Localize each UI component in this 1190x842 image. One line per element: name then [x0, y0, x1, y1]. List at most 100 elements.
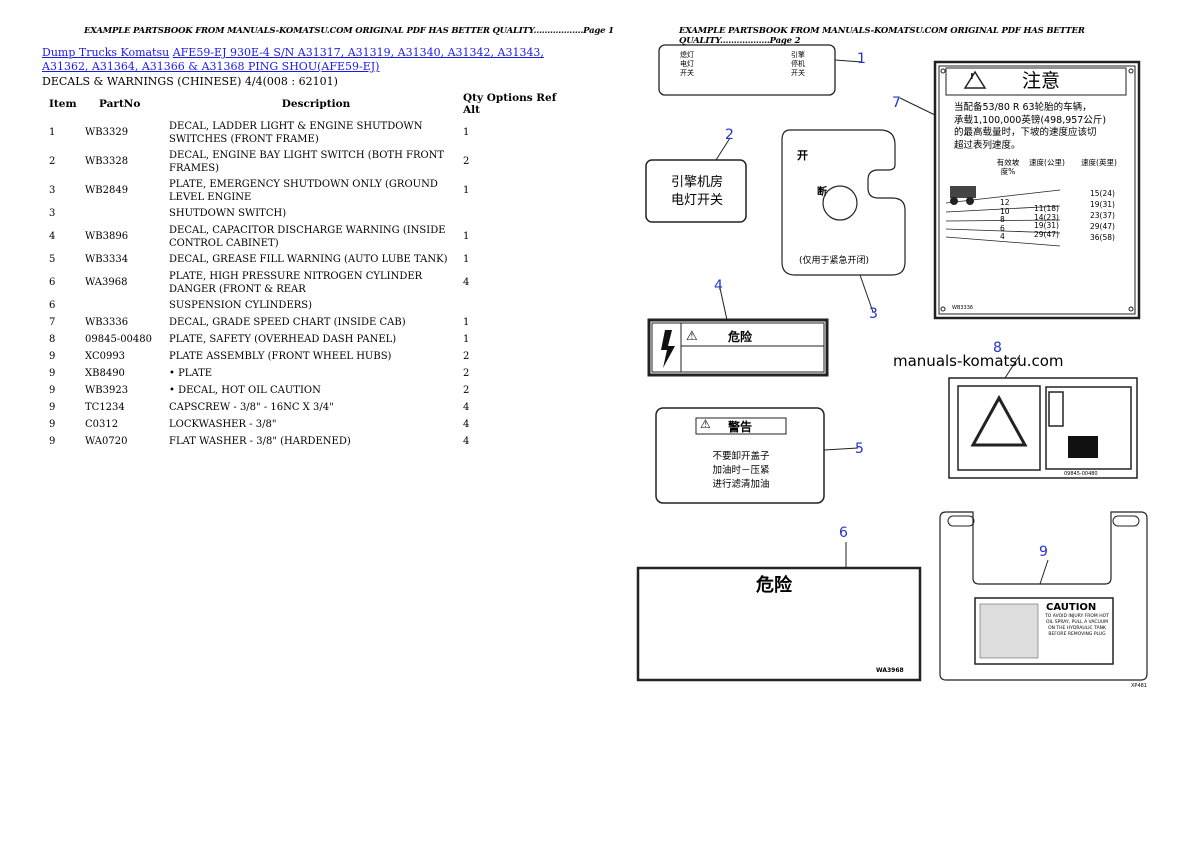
partno-cell: C0312	[85, 419, 119, 430]
partno-cell: WB3336	[85, 317, 129, 328]
partno-cell: WA3968	[85, 277, 128, 288]
callout-8: 8	[993, 340, 1002, 356]
decal-8-code: 09845-00480	[1064, 471, 1098, 477]
partno-cell: WB3328	[85, 156, 129, 167]
table-row: 4 WB3896 DECAL, CAPACITOR DISCHARGE WARNIN…	[42, 222, 573, 251]
decal-6-title: 危险	[756, 575, 792, 596]
item-cell: 1	[49, 127, 56, 138]
table-row: 9 WB3923 • DECAL, HOT OIL CAUTION 2	[42, 382, 573, 399]
description-cell: DECAL, GREASE FILL WARNING (AUTO LUBE TA…	[169, 254, 448, 265]
page-header-1: EXAMPLE PARTSBOOK FROM MANUALS-KOMATSU.C…	[84, 26, 614, 36]
item-cell: 2	[49, 156, 56, 167]
decal-7-title: 注意	[1022, 70, 1061, 92]
qty-cell: 1	[463, 317, 470, 328]
item-cell: 4	[49, 231, 56, 242]
partno-cell: WB3334	[85, 254, 129, 265]
callout-4: 4	[714, 278, 723, 294]
partno-cell: WB3923	[85, 385, 129, 396]
column-header-item: Item	[49, 98, 77, 110]
decal-7-col1: 有效坡度%	[996, 158, 1020, 176]
item-cell: 9	[49, 368, 56, 379]
decal-5-title: 警告	[728, 420, 753, 434]
qty-cell: 1	[463, 334, 470, 345]
item-cell: 3	[49, 185, 56, 196]
decal-3-off-label: 断	[817, 187, 827, 198]
column-header-description: Description	[281, 98, 351, 110]
partno-cell: WB3896	[85, 231, 129, 242]
table-header-row: Item PartNo Description Qty Options Ref …	[42, 90, 573, 118]
item-cell: 7	[49, 317, 56, 328]
decal-9-title: CAUTION	[1046, 602, 1097, 613]
item-cell: 9	[49, 385, 56, 396]
decal-3-caption: (仅用于紧急开闭)	[799, 256, 870, 266]
item-cell: 9	[49, 436, 56, 447]
callout-7: 7	[892, 95, 901, 111]
decal-7-code: WB3336	[952, 305, 974, 311]
item-cell: 9	[49, 419, 56, 430]
decal-2-text: 引擎机房电灯开关	[670, 175, 723, 208]
decal-5-text: 不要卸开盖子加油时－压紧进行滤清加油	[712, 451, 770, 490]
partno-cell: XC0993	[85, 351, 126, 362]
description-cell: DECAL, ENGINE BAY LIGHT SWITCH (BOTH FRO…	[169, 149, 445, 174]
description-cell: DECAL, CAPACITOR DISCHARGE WARNING (INSI…	[169, 224, 446, 249]
qty-cell: 4	[463, 419, 470, 430]
parts-table: Item PartNo Description Qty Options Ref …	[42, 90, 573, 450]
breadcrumb-link-model[interactable]: AFE59-EJ 930E-4 S/N A31317, A31319, A313…	[42, 46, 544, 73]
callout-5: 5	[855, 441, 864, 457]
qty-cell: 4	[463, 436, 470, 447]
description-cell: CAPSCREW - 3/8" - 16NC X 3/4"	[169, 402, 334, 413]
callout-1: 1	[857, 51, 866, 67]
description-cell: SUSPENSION CYLINDERS)	[169, 300, 313, 311]
description-cell: SHUTDOWN SWITCH)	[169, 208, 287, 219]
sheet-code: XP481	[1131, 683, 1147, 689]
breadcrumb-link-category[interactable]: Dump Trucks Komatsu	[42, 46, 170, 59]
decal-7-col2: 速度(公里)	[1029, 158, 1065, 167]
description-cell: PLATE, HIGH PRESSURE NITROGEN CYLINDER D…	[169, 270, 423, 295]
decal-1-right-text: 引擎停机开关	[791, 51, 805, 77]
decal-7-speeds-2: 15(24)19(31)23(37)29(47)36(58)	[1090, 189, 1115, 242]
parts-title: Dump Trucks Komatsu AFE59-EJ 930E-4 S/N …	[42, 46, 552, 74]
description-cell: DECAL, LADDER LIGHT & ENGINE SHUTDOWN SW…	[169, 120, 423, 145]
section-subtitle: DECALS & WARNINGS (CHINESE) 4/4(008 : 62…	[42, 75, 338, 88]
column-header-qty: Qty Options Ref Alt	[463, 92, 557, 116]
qty-cell: 1	[463, 127, 470, 138]
decal-7-col3: 速度(英里)	[1081, 158, 1117, 167]
qty-cell: 1	[463, 185, 470, 196]
decal-6-code: WA3968	[876, 667, 904, 674]
qty-cell: 2	[463, 351, 470, 362]
warning-triangle-icon: ⚠	[700, 417, 711, 431]
table-row: 2 WB3328 DECAL, ENGINE BAY LIGHT SWITCH (B…	[42, 147, 573, 176]
description-cell: • PLATE	[169, 368, 213, 379]
description-cell: PLATE ASSEMBLY (FRONT WHEEL HUBS)	[169, 351, 392, 362]
callout-6: 6	[839, 525, 848, 541]
warning-triangle-icon: ⚠	[686, 329, 698, 344]
item-cell: 3	[49, 208, 56, 219]
partno-cell: WB2849	[85, 185, 129, 196]
partno-cell: TC1234	[85, 402, 125, 413]
description-cell: • DECAL, HOT OIL CAUTION	[169, 385, 321, 396]
table-row: 3 SHUTDOWN SWITCH)	[42, 205, 573, 222]
description-cell: DECAL, GRADE SPEED CHART (INSIDE CAB)	[169, 317, 406, 328]
page-header-2: EXAMPLE PARTSBOOK FROM MANUALS-KOMATSU.C…	[679, 26, 1085, 46]
description-cell: FLAT WASHER - 3/8" (HARDENED)	[169, 436, 351, 447]
table-row: 7 WB3336 DECAL, GRADE SPEED CHART (INSIDE …	[42, 314, 573, 331]
warning-triangle-icon: !	[970, 72, 974, 81]
item-cell: 8	[49, 334, 56, 345]
qty-cell: 2	[463, 368, 470, 379]
column-header-partno: PartNo	[99, 98, 141, 110]
watermark: manuals-komatsu.com	[893, 352, 1064, 370]
decal-9-text: TO AVOID INJURY FROM HOT OIL SPRAY, PULL…	[1045, 614, 1109, 637]
description-cell: PLATE, SAFETY (OVERHEAD DASH PANEL)	[169, 334, 397, 345]
qty-cell: 2	[463, 385, 470, 396]
